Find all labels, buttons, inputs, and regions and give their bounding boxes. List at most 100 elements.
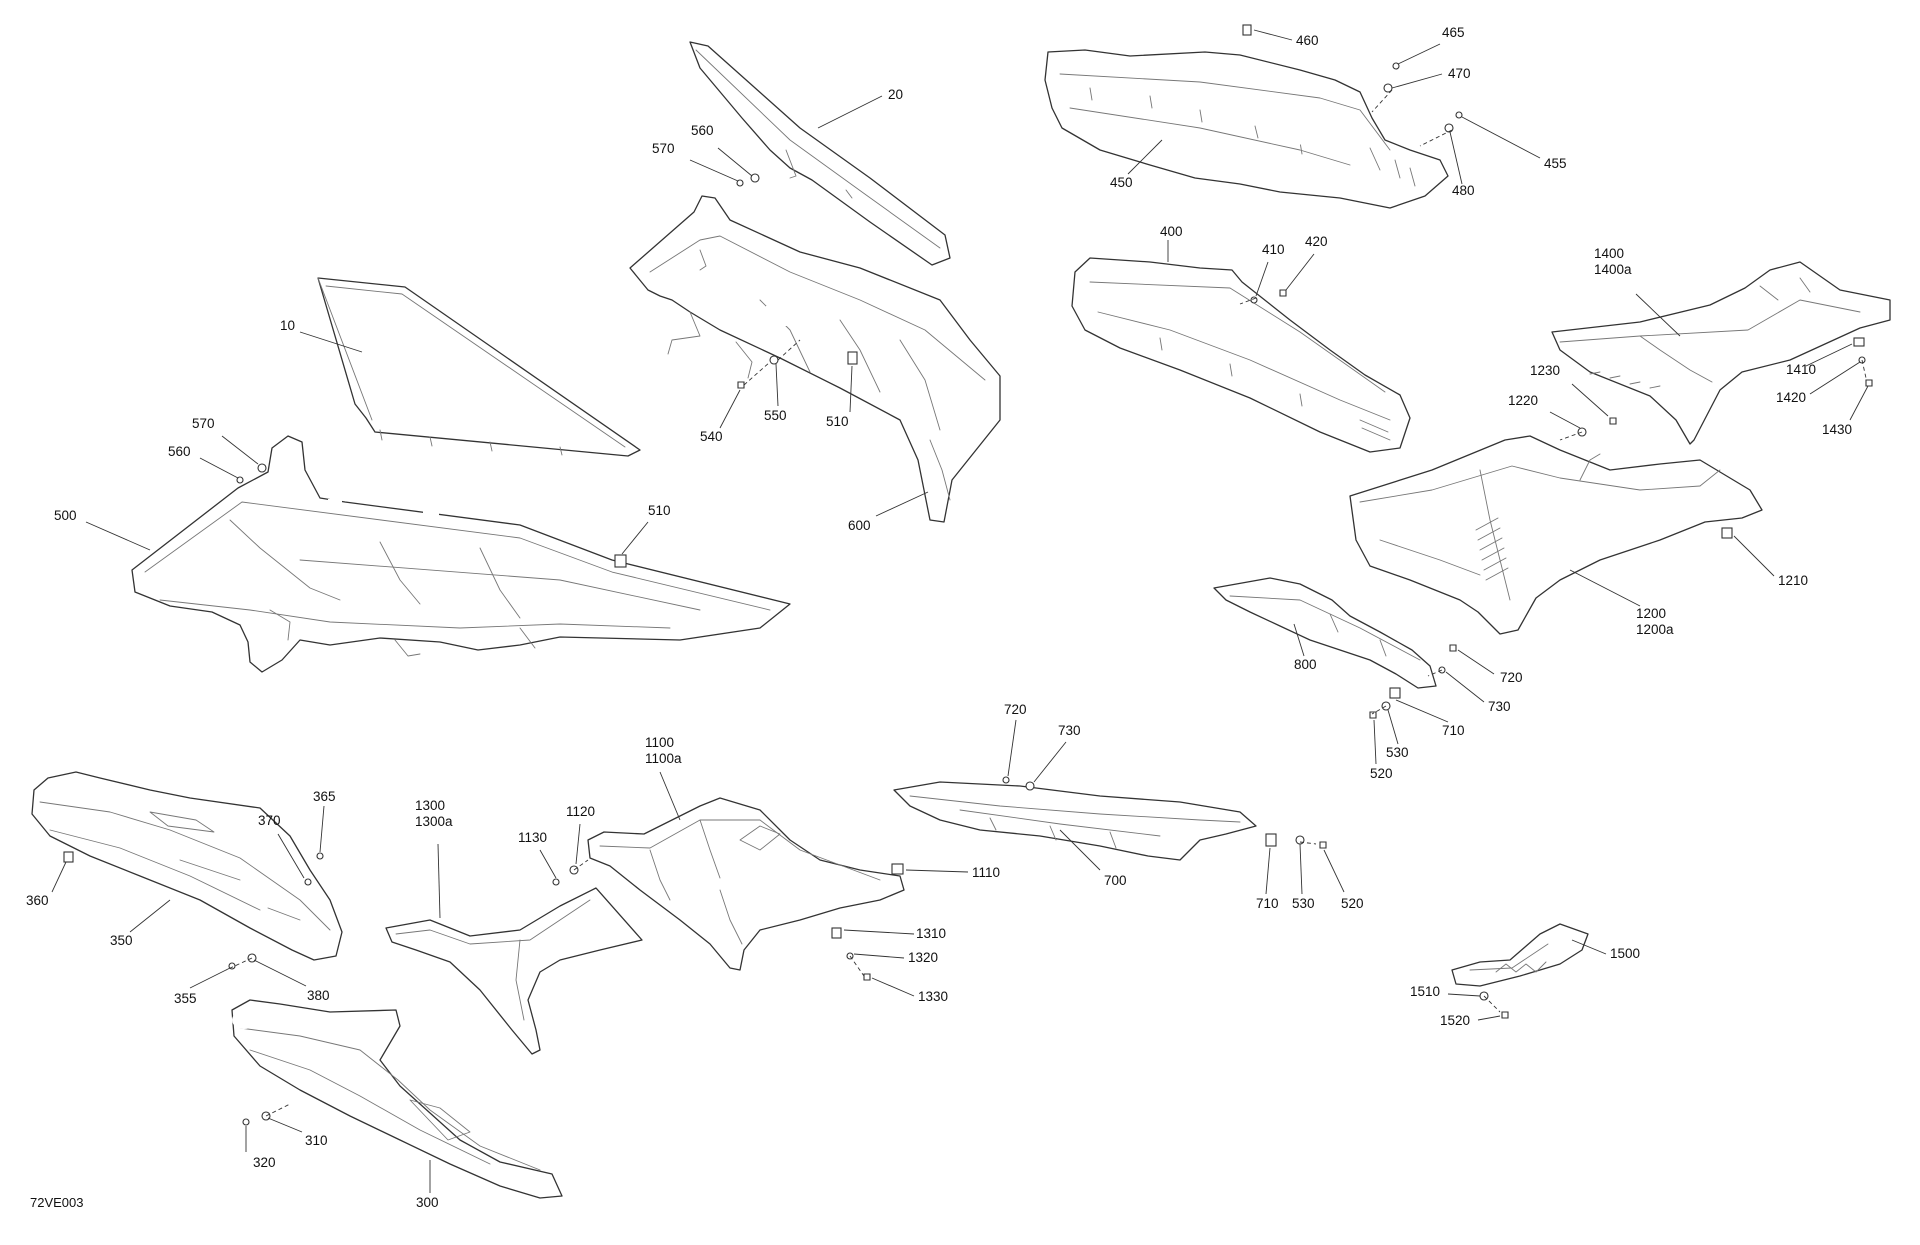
part-1200-panel[interactable] <box>1349 435 1763 635</box>
leader-line-20 <box>817 95 883 129</box>
callout-400[interactable]: 400 <box>1160 224 1183 239</box>
leader-line-520b <box>1323 849 1345 893</box>
callout-380[interactable]: 380 <box>307 988 330 1003</box>
callout-410[interactable]: 410 <box>1262 242 1285 257</box>
callout-400-line-0: 400 <box>1160 224 1183 239</box>
callout-530a[interactable]: 530 <box>1386 745 1409 760</box>
part-1430-screw <box>1865 379 1873 387</box>
part-300-rail[interactable] <box>231 999 563 1199</box>
callout-1420[interactable]: 1420 <box>1776 390 1806 405</box>
part-800-bracket[interactable] <box>1213 577 1437 689</box>
callout-1300-line-1: 1300a <box>415 814 453 829</box>
callout-1510[interactable]: 1510 <box>1410 984 1440 999</box>
callout-355[interactable]: 355 <box>174 991 197 1006</box>
callout-700[interactable]: 700 <box>1104 873 1127 888</box>
callout-1210[interactable]: 1210 <box>1778 573 1808 588</box>
callout-800[interactable]: 800 <box>1294 657 1317 672</box>
callout-1130[interactable]: 1130 <box>518 830 547 845</box>
part-420-screw <box>1279 289 1287 297</box>
callout-570b[interactable]: 570 <box>192 416 215 431</box>
callout-600[interactable]: 600 <box>848 518 871 533</box>
callout-1120-line-0: 1120 <box>566 804 595 819</box>
callout-540[interactable]: 540 <box>700 429 723 444</box>
callout-1330[interactable]: 1330 <box>918 989 948 1004</box>
part-560-washer <box>750 173 760 183</box>
callout-1220[interactable]: 1220 <box>1508 393 1538 408</box>
callout-365[interactable]: 365 <box>313 789 336 804</box>
part-600-fender-panel[interactable] <box>629 195 1001 523</box>
leader-line-1300 <box>437 843 441 919</box>
part-1500-bracket[interactable] <box>1451 923 1589 987</box>
part-550-washer <box>769 355 779 365</box>
callout-10[interactable]: 10 <box>280 318 295 333</box>
callout-300[interactable]: 300 <box>416 1195 439 1210</box>
callout-450[interactable]: 450 <box>1110 175 1133 190</box>
part-400-bracket[interactable] <box>1071 257 1411 453</box>
callout-370[interactable]: 370 <box>258 813 281 828</box>
callout-20[interactable]: 20 <box>888 87 903 102</box>
callout-360[interactable]: 360 <box>26 893 49 908</box>
callout-510b[interactable]: 510 <box>648 503 671 518</box>
callout-710a[interactable]: 710 <box>1442 723 1465 738</box>
callout-1230[interactable]: 1230 <box>1530 363 1560 378</box>
callout-350[interactable]: 350 <box>110 933 133 948</box>
leader-line-1400 <box>1635 293 1681 337</box>
callout-720a[interactable]: 720 <box>1500 670 1523 685</box>
part-1300-panel[interactable] <box>385 887 643 1055</box>
callout-480[interactable]: 480 <box>1452 183 1475 198</box>
callout-1410[interactable]: 1410 <box>1786 362 1816 377</box>
leader-line-530a <box>1387 709 1399 745</box>
callout-560b[interactable]: 560 <box>168 444 191 459</box>
part-1520-screw <box>1501 1011 1509 1019</box>
callout-720b[interactable]: 720 <box>1004 702 1027 717</box>
part-1330-screw <box>863 973 871 981</box>
callout-600-line-0: 600 <box>848 518 871 533</box>
callout-320[interactable]: 320 <box>253 1155 276 1170</box>
callout-570a[interactable]: 570 <box>652 141 675 156</box>
part-20-trim-strip[interactable] <box>689 41 951 266</box>
callout-1110[interactable]: 1110 <box>972 865 1000 880</box>
callout-730a[interactable]: 730 <box>1488 699 1511 714</box>
part-1230-screw <box>1609 417 1617 425</box>
callout-530b[interactable]: 530 <box>1292 896 1315 911</box>
callout-470[interactable]: 470 <box>1448 66 1471 81</box>
callout-1520[interactable]: 1520 <box>1440 1013 1470 1028</box>
callout-500[interactable]: 500 <box>54 508 77 523</box>
callout-520b[interactable]: 520 <box>1341 896 1364 911</box>
callout-1320[interactable]: 1320 <box>908 950 938 965</box>
callout-1430[interactable]: 1430 <box>1822 422 1852 437</box>
part-540-screw <box>737 381 745 389</box>
callout-1310[interactable]: 1310 <box>916 926 946 941</box>
callout-730b[interactable]: 730 <box>1058 723 1081 738</box>
callout-460[interactable]: 460 <box>1296 33 1319 48</box>
callout-710b[interactable]: 710 <box>1256 896 1279 911</box>
callout-465-line-0: 465 <box>1442 25 1465 40</box>
callout-560b-line-0: 560 <box>168 444 191 459</box>
callout-1120[interactable]: 1120 <box>566 804 595 819</box>
part-700-cover[interactable] <box>893 781 1257 861</box>
callout-310[interactable]: 310 <box>305 1133 328 1148</box>
callout-455[interactable]: 455 <box>1544 156 1567 171</box>
part-410-washer <box>1250 296 1258 304</box>
callout-520a[interactable]: 520 <box>1370 766 1393 781</box>
part-350-rail[interactable] <box>31 771 343 961</box>
assembly-line-1 <box>1371 89 1393 113</box>
callout-550[interactable]: 550 <box>764 408 787 423</box>
callout-465[interactable]: 465 <box>1442 25 1465 40</box>
part-1100-panel[interactable] <box>587 797 905 971</box>
leader-line-500 <box>85 521 151 551</box>
callout-1500[interactable]: 1500 <box>1610 946 1640 961</box>
part-500-side-panel[interactable] <box>131 435 791 673</box>
callout-560a[interactable]: 560 <box>691 123 714 138</box>
part-360-clip <box>63 851 74 863</box>
callout-420[interactable]: 420 <box>1305 234 1328 249</box>
part-1400-panel[interactable] <box>1551 261 1891 445</box>
part-450-bracket[interactable] <box>1044 49 1449 209</box>
callout-510a[interactable]: 510 <box>826 414 849 429</box>
leader-line-570b <box>221 435 259 465</box>
part-10-side-panel[interactable] <box>317 277 641 457</box>
